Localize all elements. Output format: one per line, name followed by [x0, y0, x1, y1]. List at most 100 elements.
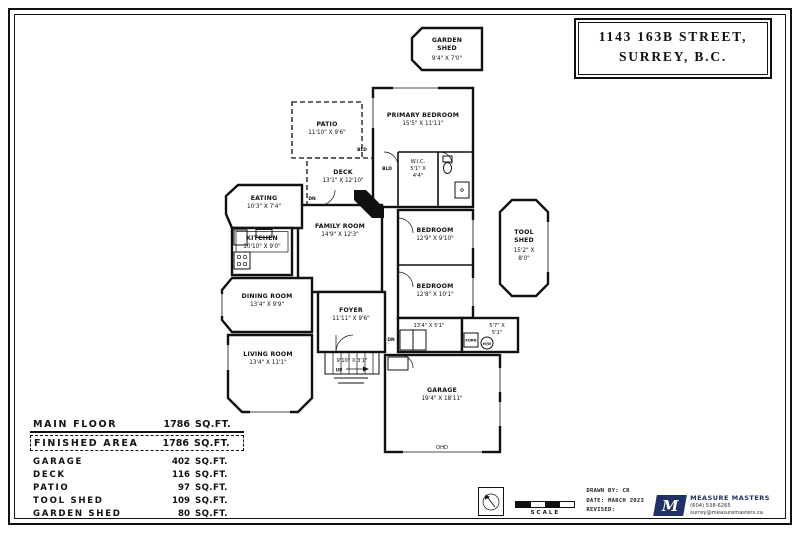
kitchen-dims: 10'10" X 9'0"	[243, 244, 281, 250]
kitchen-label: KITCHEN	[246, 235, 278, 242]
patio-dims: 11'10" X 9'6"	[308, 130, 346, 136]
garage-landing	[387, 356, 409, 371]
company-name: MEASURE MASTERS	[690, 494, 770, 502]
family-room-dims: 14'9" X 12'3"	[321, 232, 359, 238]
outdoor-structures	[291, 101, 381, 206]
area-row-finished-area: FINISHED AREA 1786 SQ.FT.	[30, 435, 244, 451]
area-label: GARAGE	[33, 456, 84, 467]
wic-dims2: 4'4"	[413, 173, 423, 179]
bedroom-b-label: BEDROOM	[417, 283, 454, 290]
living-room-label: LIVING ROOM	[243, 351, 292, 358]
area-value: 97	[178, 482, 190, 493]
area-row-garden-shed: GARDEN SHED 80 SQ.FT.	[30, 507, 244, 520]
dining-room-dims: 13'4" X 9'9"	[250, 302, 284, 308]
area-value: 116	[172, 469, 190, 480]
foyer-walls	[316, 290, 387, 354]
living-room-dims: 13'4" X 11'1"	[249, 360, 287, 366]
fireplace	[354, 190, 384, 218]
shower	[454, 181, 470, 199]
logo-letter: M	[661, 496, 679, 514]
garage-dims: 19'4" X 18'11"	[421, 396, 463, 402]
area-label: GARDEN SHED	[33, 508, 122, 519]
bedroom-a-label: BEDROOM	[417, 227, 454, 234]
area-row-deck: DECK 116 SQ.FT.	[30, 468, 244, 481]
hot-water-label: H/W	[483, 342, 491, 346]
bld-label-a: BLD	[357, 147, 367, 153]
company-logo-block: M MEASURE MASTERS (604) 538-6265 surrey@…	[653, 494, 770, 516]
area-label: TOOL SHED	[33, 495, 104, 506]
windows	[220, 86, 550, 454]
bedroom-wing-walls	[396, 208, 475, 320]
scale-bar: SCALE	[515, 501, 576, 516]
eating-label: EATING	[251, 195, 278, 202]
mech-dims2: 5'1"	[492, 330, 502, 336]
door-swings	[319, 151, 453, 369]
scale-label: SCALE	[530, 510, 561, 516]
area-value: 1786	[163, 418, 190, 430]
area-unit: SQ.FT.	[195, 469, 228, 480]
up-label: UP	[336, 368, 344, 374]
tool-shed-label2: SHED	[514, 237, 534, 244]
garden-shed-walls	[410, 26, 484, 72]
foyer-dims: 11'11" X 9'6"	[332, 316, 370, 322]
area-value: 1786	[162, 437, 189, 449]
foyer-label: FOYER	[339, 307, 363, 314]
area-label: FINISHED AREA	[34, 437, 139, 449]
address-title-box: 1143 163B STREET, SURREY, B.C.	[574, 18, 772, 79]
area-value: 80	[178, 508, 190, 519]
tool-shed-dims1: 15'2" X	[514, 248, 535, 254]
family-room-label: FAMILY ROOM	[315, 223, 365, 230]
up-arrow	[346, 366, 369, 372]
footer: SCALE DRAWN BY: CR DATE: MARCH 2023 REVI…	[478, 487, 770, 516]
deck-label: DECK	[333, 169, 353, 176]
wic-dims1: 5'1" X	[410, 166, 426, 172]
drawn-by: DRAWN BY: CR	[586, 488, 630, 495]
deck-dims: 13'1" X 12'10"	[322, 178, 364, 184]
company-email: surrey@measuremasters.ca	[690, 510, 763, 516]
area-row-tool-shed: TOOL SHED 109 SQ.FT.	[30, 494, 244, 507]
primary-bedroom-label: PRIMARY BEDROOM	[387, 112, 459, 119]
laundry-walls	[396, 316, 464, 354]
area-row-garage: GARAGE 402 SQ.FT.	[30, 455, 244, 468]
tool-shed-label: TOOL	[514, 229, 533, 236]
measure-masters-logo-icon: M	[653, 494, 687, 516]
garden-shed-label2: SHED	[437, 45, 457, 52]
ohd-label: OHD	[436, 445, 448, 451]
mech-dims1: 5'7" X	[489, 323, 505, 329]
exterior-walls	[220, 26, 550, 454]
address-line2: SURREY, B.C.	[618, 49, 728, 65]
family-room-walls	[296, 203, 384, 294]
plan-annotations: UP DN DN BLD BLD OHD FURN H/W	[308, 147, 491, 452]
kitchen-label-box	[235, 231, 289, 253]
area-unit: SQ.FT.	[195, 508, 228, 519]
stairs	[324, 351, 380, 384]
patio-outline	[291, 101, 363, 159]
bedroom-b-dims: 12'8" X 10'1"	[416, 292, 454, 298]
garden-shed-label: GARDEN	[432, 37, 462, 44]
bld-label-b: BLD	[382, 166, 392, 172]
laundry-dims: 13'4" X 5'1"	[414, 323, 445, 329]
sink	[255, 229, 273, 238]
tool-shed-walls	[498, 198, 550, 298]
address-line1: 1143 163B STREET,	[598, 29, 748, 44]
scale-bar-graphic	[515, 501, 576, 508]
mech-room-walls	[460, 316, 520, 354]
garden-shed-dims: 9'4" X 7'0"	[432, 56, 463, 62]
area-unit: SQ.FT.	[195, 495, 228, 506]
interior-walls	[397, 151, 473, 266]
furnace	[463, 332, 479, 348]
area-label: PATIO	[33, 482, 70, 493]
area-value: 402	[172, 456, 190, 467]
eating-dims: 10'3" X 7'4"	[247, 204, 281, 210]
area-row-patio: PATIO 97 SQ.FT.	[30, 481, 244, 494]
drawing-info: DRAWN BY: CR DATE: MARCH 2023 REVISED:	[586, 487, 644, 516]
area-value: 109	[172, 495, 190, 506]
fixtures	[233, 155, 494, 371]
drawing-date: DATE: MARCH 2023	[586, 497, 645, 504]
area-unit: SQ.FT.	[195, 456, 228, 467]
bedroom-a-dims: 12'9" X 9'10"	[416, 236, 454, 242]
drawing-revised: REVISED:	[586, 507, 616, 514]
primary-bedroom-dims: 15'5" X 11'11"	[402, 121, 444, 127]
